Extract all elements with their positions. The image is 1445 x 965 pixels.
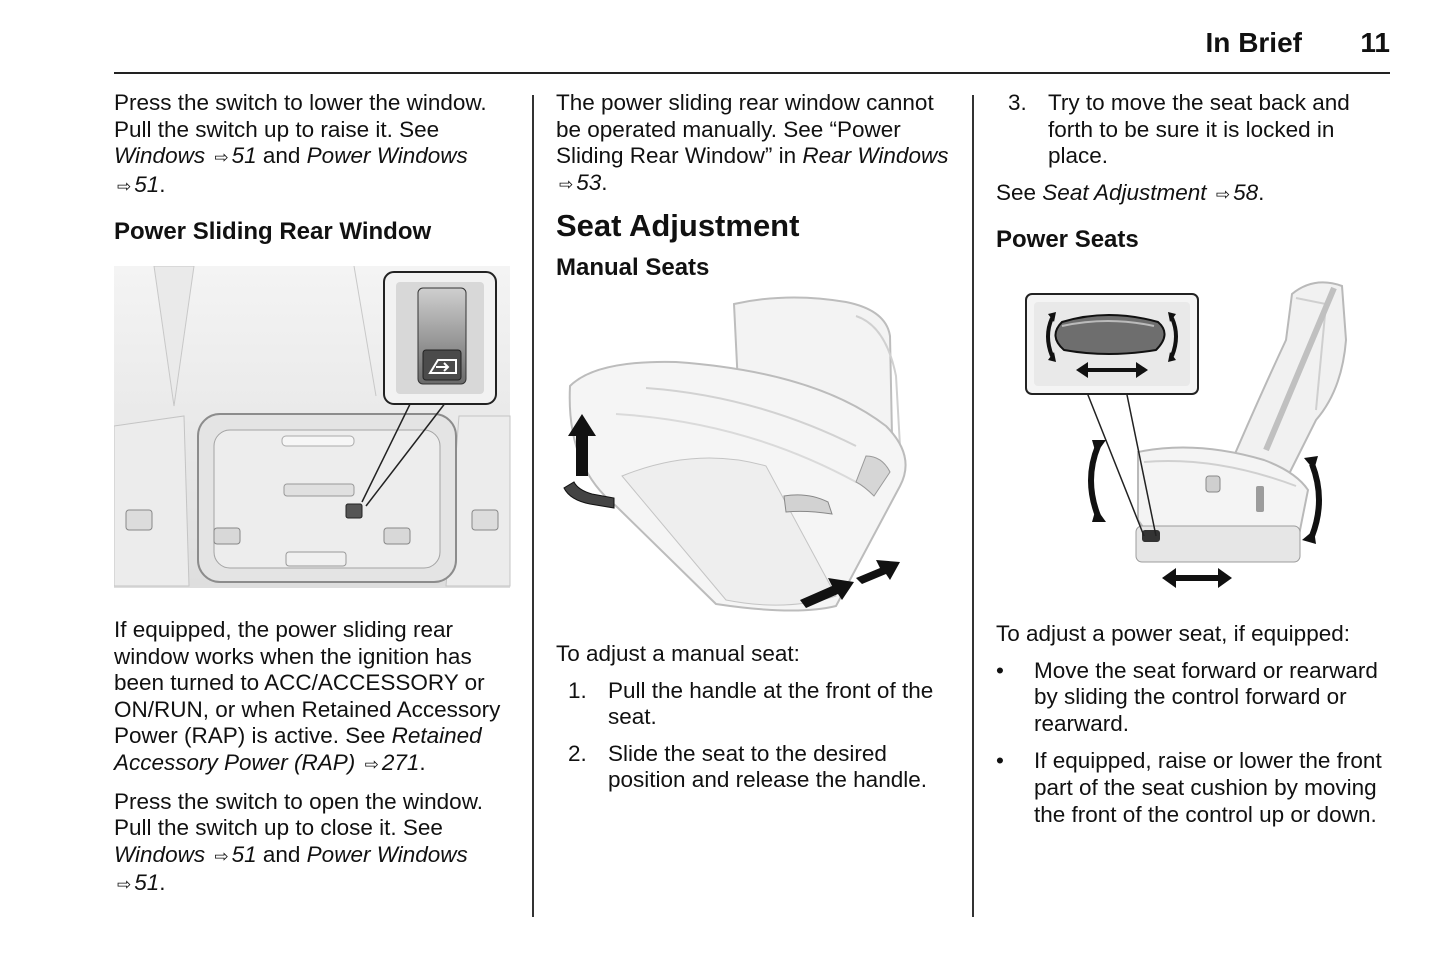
section-title: Seat Adjustment — [556, 208, 800, 244]
xref-arrow-icon: ⇨ — [117, 176, 132, 197]
cross-reference-link[interactable]: Windows ⇨51 — [114, 841, 257, 867]
paragraph: Press the switch to open the window. Pul… — [114, 788, 483, 896]
power-sliding-rear-window-illustration — [113, 265, 516, 595]
list-item: 3.Try to move the seat back and forth to… — [1008, 90, 1350, 169]
column-divider — [972, 95, 974, 917]
section-heading: Power Seats — [996, 226, 1139, 254]
section-heading: Power Sliding Rear Window — [114, 218, 432, 246]
cross-reference-link[interactable]: Retained Accessory Power (RAP) ⇨271 — [114, 723, 482, 775]
column-divider — [532, 95, 534, 917]
column-right: 3.Try to move the seat back and forth to… — [996, 90, 1396, 839]
xref-arrow-icon: ⇨ — [214, 846, 229, 867]
paragraph: If equipped, the power sliding rear wind… — [114, 616, 501, 775]
power-seat-illustration — [996, 280, 1396, 605]
paragraph: To adjust a manual seat: — [556, 640, 800, 666]
cross-reference-link[interactable]: Windows ⇨51 — [114, 143, 257, 169]
page-number: 11 — [1360, 27, 1390, 58]
cross-reference-link[interactable]: Power Windows ⇨51 — [114, 842, 468, 896]
steps-list: 3.Try to move the seat back and forth to… — [996, 90, 1396, 170]
xref-arrow-icon: ⇨ — [559, 174, 574, 195]
xref-arrow-icon: ⇨ — [117, 875, 132, 896]
list-item: 2.Slide the seat to the desired position… — [568, 740, 927, 793]
cross-reference-link[interactable]: Power Windows ⇨51 — [114, 143, 468, 197]
list-item: Move the seat forward or rearward by sli… — [996, 658, 1396, 738]
paragraph: The power sliding rear window cannot be … — [556, 90, 949, 195]
paragraph: To adjust a power seat, if equipped: — [996, 620, 1350, 646]
list-item: 1.Pull the handle at the front of the se… — [568, 677, 934, 730]
cross-reference-link[interactable]: Seat Adjustment ⇨58 — [1042, 179, 1259, 205]
manual-seat-illustration — [556, 296, 956, 623]
subsection-heading: Manual Seats — [556, 254, 710, 282]
xref-arrow-icon: ⇨ — [214, 148, 229, 169]
column-middle: The power sliding rear window cannot be … — [556, 90, 956, 804]
steps-list: 1.Pull the handle at the front of the se… — [556, 678, 956, 794]
paragraph: Press the switch to lower the window. Pu… — [114, 90, 487, 197]
xref-arrow-icon: ⇨ — [364, 754, 379, 775]
xref-arrow-icon: ⇨ — [1215, 184, 1231, 205]
column-left: Press the switch to lower the window. Pu… — [113, 90, 516, 909]
paragraph: See Seat Adjustment ⇨58. — [996, 179, 1265, 205]
page-header: In Brief 11 — [114, 22, 1390, 74]
bullet-list: Move the seat forward or rearward by sli… — [996, 658, 1396, 829]
cross-reference-link[interactable]: Rear Windows ⇨53 — [556, 143, 948, 195]
list-item: If equipped, raise or lower the front pa… — [996, 748, 1396, 828]
section-title: In Brief — [1205, 27, 1302, 58]
